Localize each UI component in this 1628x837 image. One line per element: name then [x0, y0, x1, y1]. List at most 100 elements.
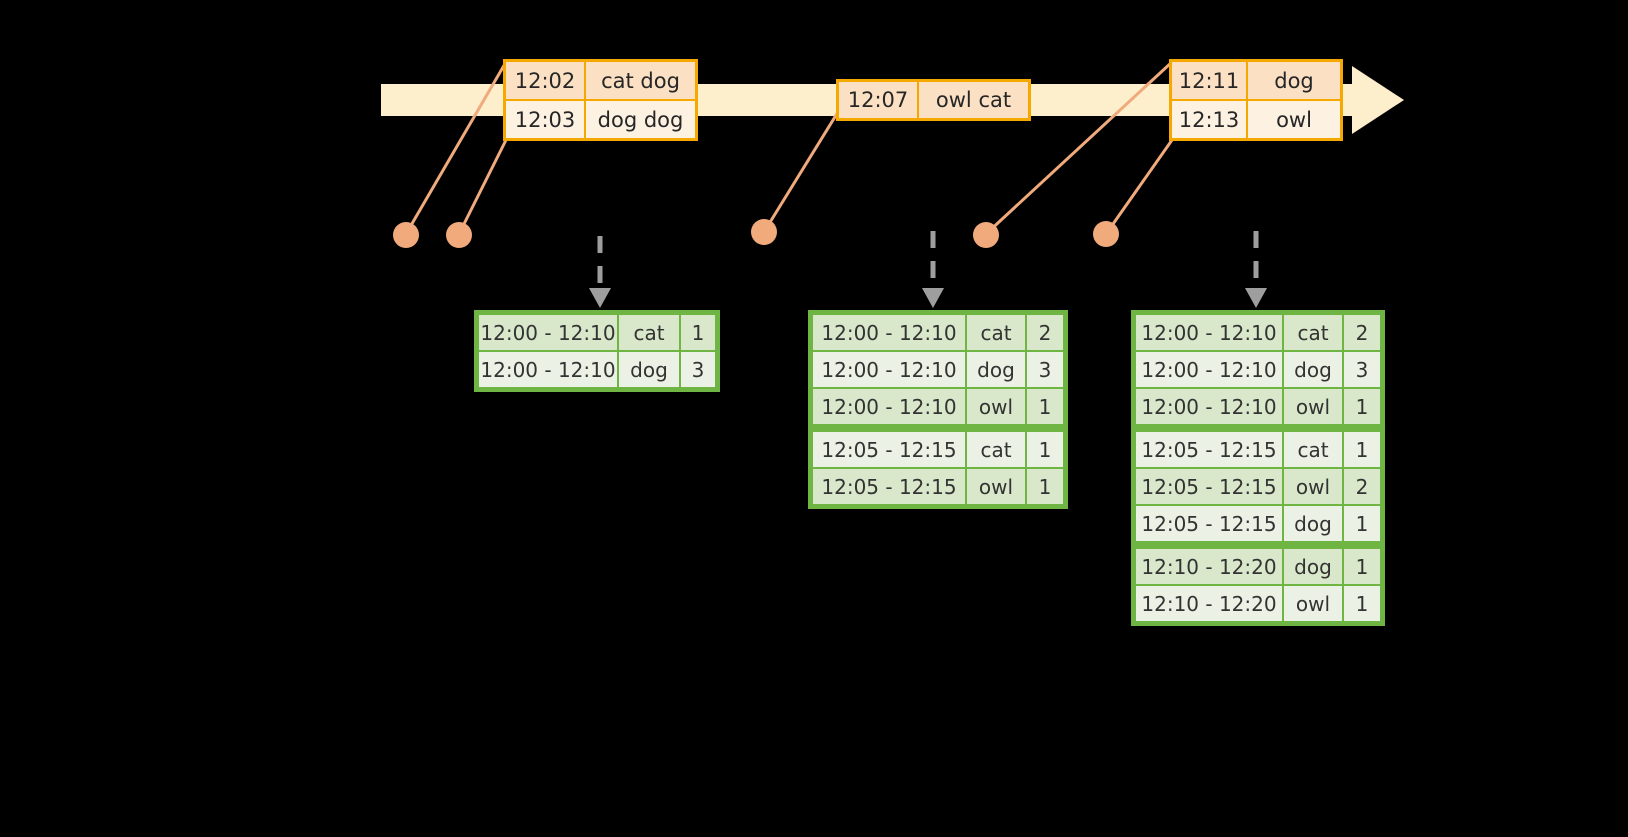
cell-count: 2 — [1027, 315, 1063, 350]
event-time: 12:07 — [839, 82, 919, 118]
cell-count: 1 — [1344, 549, 1380, 584]
table-row: 12:00 - 12:10 owl 1 — [1136, 389, 1380, 424]
table-row: 12:00 - 12:10 dog 3 — [813, 352, 1063, 387]
table-row: 12:00 - 12:10 cat 2 — [813, 315, 1063, 350]
table-row: 12:00 - 12:10 dog 3 — [1136, 352, 1380, 387]
cell-word: cat — [619, 315, 679, 350]
cell-window: 12:00 - 12:10 — [813, 389, 965, 424]
cell-word: dog — [619, 352, 679, 387]
event-row: 12:13 owl — [1172, 99, 1340, 138]
cell-word: cat — [1284, 432, 1342, 467]
cell-window: 12:00 - 12:10 — [1136, 389, 1282, 424]
cell-word: dog — [1284, 352, 1342, 387]
cell-window: 12:00 - 12:10 — [813, 352, 965, 387]
event-row: 12:11 dog — [1172, 62, 1340, 99]
event-time: 12:11 — [1172, 62, 1248, 99]
cell-window: 12:05 - 12:15 — [813, 469, 965, 504]
event-dot-4 — [973, 222, 999, 248]
event-group-3: 12:11 dog 12:13 owl — [1169, 59, 1343, 141]
group-separator — [1136, 543, 1380, 547]
cell-count: 1 — [1344, 506, 1380, 541]
cell-window: 12:05 - 12:15 — [1136, 506, 1282, 541]
cell-window: 12:05 - 12:15 — [1136, 432, 1282, 467]
event-words: owl — [1248, 101, 1340, 138]
cell-window: 12:00 - 12:10 — [479, 315, 617, 350]
result-table-2: 12:00 - 12:10 cat 2 12:00 - 12:10 dog 3 … — [808, 310, 1068, 509]
cell-count: 1 — [1344, 432, 1380, 467]
event-group-1: 12:02 cat dog 12:03 dog dog — [503, 59, 698, 141]
event-time: 12:02 — [506, 62, 586, 99]
cell-window: 12:10 - 12:20 — [1136, 586, 1282, 621]
dashed-arrow-2 — [922, 231, 944, 308]
event-connectors — [404, 60, 1174, 236]
cell-window: 12:05 - 12:15 — [813, 432, 965, 467]
cell-count: 1 — [1027, 432, 1063, 467]
cell-count: 1 — [1344, 586, 1380, 621]
table-row: 12:00 - 12:10 dog 3 — [479, 352, 715, 387]
event-dot-1 — [393, 222, 419, 248]
cell-window: 12:00 - 12:10 — [1136, 315, 1282, 350]
cell-word: owl — [967, 469, 1025, 504]
cell-window: 12:00 - 12:10 — [1136, 352, 1282, 387]
event-dot-3 — [751, 219, 777, 245]
dashed-arrows — [589, 231, 1267, 308]
event-time: 12:13 — [1172, 101, 1248, 138]
event-words: dog — [1248, 62, 1340, 99]
result-table-3: 12:00 - 12:10 cat 2 12:00 - 12:10 dog 3 … — [1131, 310, 1385, 626]
connector-line-4 — [984, 60, 1174, 236]
connector-line-1 — [404, 61, 508, 235]
table-row: 12:05 - 12:15 cat 1 — [1136, 432, 1380, 467]
table-row: 12:05 - 12:15 cat 1 — [813, 432, 1063, 467]
dashed-arrow-3 — [1245, 231, 1267, 308]
table-row: 12:05 - 12:15 owl 1 — [813, 469, 1063, 504]
cell-window: 12:00 - 12:10 — [813, 315, 965, 350]
cell-window: 12:00 - 12:10 — [479, 352, 617, 387]
cell-word: owl — [1284, 586, 1342, 621]
cell-word: owl — [967, 389, 1025, 424]
table-row: 12:00 - 12:10 owl 1 — [813, 389, 1063, 424]
cell-word: cat — [967, 432, 1025, 467]
result-table-1: 12:00 - 12:10 cat 1 12:00 - 12:10 dog 3 — [474, 310, 720, 392]
cell-window: 12:10 - 12:20 — [1136, 549, 1282, 584]
cell-count: 1 — [1027, 389, 1063, 424]
connector-line-5 — [1104, 139, 1174, 235]
table-row: 12:05 - 12:15 owl 2 — [1136, 469, 1380, 504]
table-row: 12:00 - 12:10 cat 2 — [1136, 315, 1380, 350]
cell-count: 1 — [681, 315, 715, 350]
cell-count: 1 — [1027, 469, 1063, 504]
event-words: dog dog — [586, 101, 695, 138]
table-row: 12:10 - 12:20 owl 1 — [1136, 586, 1380, 621]
table-row: 12:10 - 12:20 dog 1 — [1136, 549, 1380, 584]
event-row: 12:03 dog dog — [506, 99, 695, 138]
cell-count: 3 — [1344, 352, 1380, 387]
table-row: 12:05 - 12:15 dog 1 — [1136, 506, 1380, 541]
event-time: 12:03 — [506, 101, 586, 138]
event-dots — [393, 219, 1119, 248]
event-row: 12:07 owl cat — [839, 82, 1028, 118]
event-dot-2 — [446, 222, 472, 248]
connector-line-2 — [457, 139, 508, 235]
cell-word: owl — [1284, 469, 1342, 504]
event-dot-5 — [1093, 221, 1119, 247]
cell-word: dog — [1284, 549, 1342, 584]
cell-count: 2 — [1344, 469, 1380, 504]
connector-line-3 — [762, 111, 840, 233]
cell-count: 2 — [1344, 315, 1380, 350]
cell-word: dog — [1284, 506, 1342, 541]
event-row: 12:02 cat dog — [506, 62, 695, 99]
event-words: cat dog — [586, 62, 695, 99]
dashed-arrow-1 — [589, 236, 611, 308]
cell-word: owl — [1284, 389, 1342, 424]
group-separator — [1136, 426, 1380, 430]
event-words: owl cat — [919, 82, 1028, 118]
cell-window: 12:05 - 12:15 — [1136, 469, 1282, 504]
cell-count: 3 — [681, 352, 715, 387]
group-separator — [813, 426, 1063, 430]
cell-word: dog — [967, 352, 1025, 387]
cell-count: 3 — [1027, 352, 1063, 387]
cell-word: cat — [1284, 315, 1342, 350]
table-row: 12:00 - 12:10 cat 1 — [479, 315, 715, 350]
cell-count: 1 — [1344, 389, 1380, 424]
cell-word: cat — [967, 315, 1025, 350]
